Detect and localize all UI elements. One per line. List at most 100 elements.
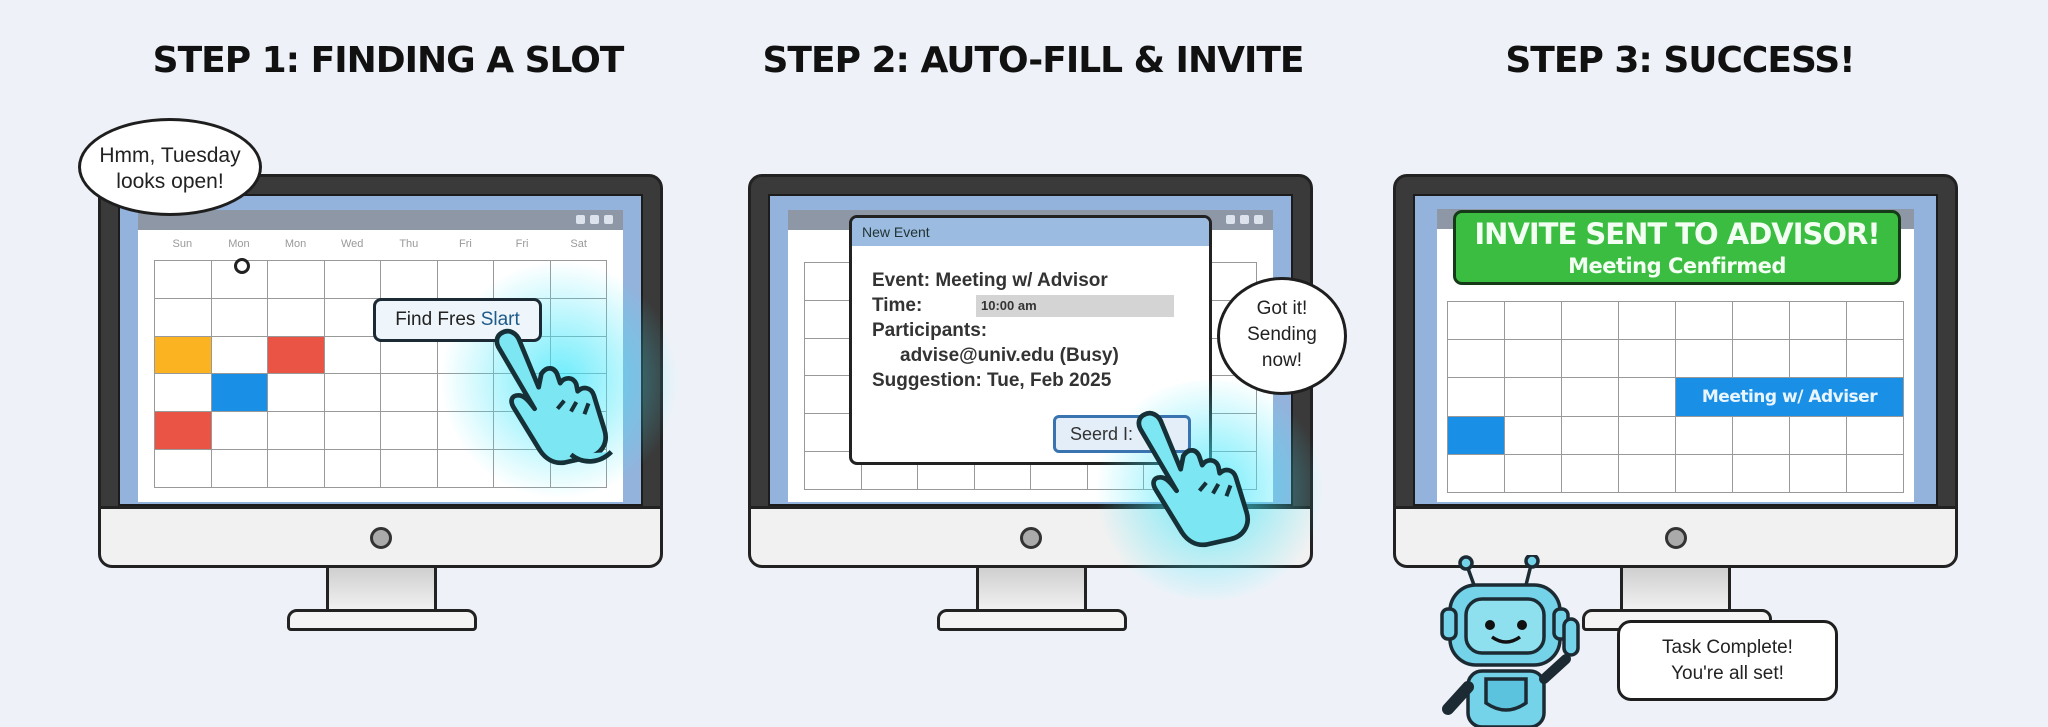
meeting-event-block[interactable]: Meeting w/ Adviser xyxy=(1676,378,1904,417)
participants-label: Participants: xyxy=(872,320,988,341)
calendar-cell[interactable] xyxy=(1619,454,1676,493)
calendar-cell[interactable] xyxy=(381,261,438,299)
calendar-cell[interactable] xyxy=(1448,378,1505,417)
calendar-cell[interactable] xyxy=(268,261,325,299)
calendar-cell[interactable] xyxy=(324,336,381,375)
power-button-icon xyxy=(1019,527,1042,549)
calendar-cell[interactable] xyxy=(211,336,268,375)
time-input[interactable]: 10:00 am xyxy=(976,294,1174,317)
calendar-cell[interactable] xyxy=(861,452,918,490)
bubble-line: looks open! xyxy=(116,170,224,193)
calendar-cell[interactable] xyxy=(974,452,1031,490)
button-label-accent: Slart xyxy=(480,309,520,330)
calendar-event-block[interactable] xyxy=(155,336,212,375)
calendar-cell[interactable] xyxy=(381,374,438,413)
calendar-cell[interactable] xyxy=(1505,454,1562,493)
speech-bubble-step3: Task Complete!You're all set! xyxy=(1617,620,1838,701)
time-row: Time: 10:00 am xyxy=(872,293,1189,318)
calendar-cell[interactable] xyxy=(1790,454,1847,493)
calendar-cell[interactable] xyxy=(1562,340,1619,379)
calendar-cell[interactable] xyxy=(1676,340,1733,379)
calendar-cell[interactable] xyxy=(1619,378,1676,417)
calendar-cell[interactable] xyxy=(1505,302,1562,341)
calendar-cell[interactable] xyxy=(381,336,438,375)
calendar-cell[interactable] xyxy=(211,261,268,299)
calendar-cell[interactable] xyxy=(1562,378,1619,417)
day: Fri xyxy=(515,238,529,250)
monitor-stand xyxy=(326,568,437,612)
monitor-chin xyxy=(101,506,660,565)
calendar-cell[interactable] xyxy=(1562,416,1619,455)
calendar-cell[interactable] xyxy=(1676,302,1733,341)
calendar-cell[interactable] xyxy=(1448,340,1505,379)
calendar-cell[interactable] xyxy=(381,412,438,451)
day: Mon xyxy=(228,238,250,250)
calendar-event-block[interactable] xyxy=(268,336,325,375)
calendar-cell[interactable] xyxy=(211,450,268,488)
calendar-cell[interactable] xyxy=(268,374,325,413)
calendar-cell[interactable] xyxy=(1847,340,1904,379)
calendar-cell[interactable] xyxy=(1031,452,1088,490)
find-free-slot-button[interactable]: Find Fres Slart xyxy=(373,298,542,342)
calendar-cell[interactable] xyxy=(1847,454,1904,493)
day: Fri xyxy=(459,238,472,250)
suggestion-field: Suggestion: Tue, Feb 2025 xyxy=(872,370,1112,391)
step3-title: STEP 3: SUCCESS! xyxy=(1505,40,1855,81)
calendar-cell[interactable] xyxy=(1619,302,1676,341)
calendar-event-block[interactable] xyxy=(1448,416,1505,455)
calendar-cell[interactable] xyxy=(268,450,325,488)
calendar-cell[interactable] xyxy=(1790,416,1847,455)
window-controls[interactable] xyxy=(576,215,613,224)
calendar-cell[interactable] xyxy=(324,450,381,488)
calendar-cell[interactable] xyxy=(324,261,381,299)
calendar-cell[interactable] xyxy=(155,298,212,337)
calendar-cell[interactable] xyxy=(1619,340,1676,379)
time-label: Time: xyxy=(872,295,923,316)
calendar-grid: Meeting w/ Adviser xyxy=(1447,301,1904,493)
calendar-cell[interactable] xyxy=(211,298,268,337)
day: Sun xyxy=(172,238,193,250)
calendar-cell[interactable] xyxy=(1733,416,1790,455)
calendar-cell[interactable] xyxy=(155,374,212,413)
calendar-cell[interactable] xyxy=(381,450,438,488)
calendar-cell[interactable] xyxy=(324,412,381,451)
calendar-cell[interactable] xyxy=(805,452,862,490)
calendar-cell[interactable] xyxy=(1790,302,1847,341)
calendar-cell[interactable] xyxy=(1733,454,1790,493)
calendar-cell[interactable] xyxy=(1448,302,1505,341)
bubble-line: Sending xyxy=(1247,324,1317,345)
calendar-cell[interactable] xyxy=(1676,416,1733,455)
calendar-cell[interactable] xyxy=(1562,302,1619,341)
calendar-cell[interactable] xyxy=(1562,454,1619,493)
calendar-cell[interactable] xyxy=(324,374,381,413)
bubble-line: now! xyxy=(1261,350,1303,371)
calendar-cell[interactable] xyxy=(1733,302,1790,341)
calendar-cell[interactable] xyxy=(1619,416,1676,455)
calendar-event-block[interactable] xyxy=(211,374,268,413)
calendar-cell[interactable] xyxy=(918,452,975,490)
calendar-cell[interactable] xyxy=(1790,340,1847,379)
calendar-cell[interactable] xyxy=(1505,340,1562,379)
calendar-cell[interactable] xyxy=(155,450,212,488)
calendar-cell[interactable] xyxy=(1676,454,1733,493)
banner-headline: INVITE SENT TO ADVISOR! xyxy=(1474,217,1880,251)
calendar-cell[interactable] xyxy=(211,412,268,451)
calendar-cell[interactable] xyxy=(1505,416,1562,455)
calendar-cell[interactable] xyxy=(155,261,212,299)
day: Mon xyxy=(284,238,307,250)
window-controls[interactable] xyxy=(1226,215,1263,224)
calendar-cell[interactable] xyxy=(268,298,325,337)
calendar-cell[interactable] xyxy=(1733,340,1790,379)
power-button-icon xyxy=(1664,527,1687,549)
calendar-cell[interactable] xyxy=(1847,302,1904,341)
calendar-cell[interactable] xyxy=(1505,378,1562,417)
monitor-base xyxy=(287,609,477,631)
calendar-cell[interactable] xyxy=(1448,454,1505,493)
calendar-cell[interactable] xyxy=(268,412,325,451)
calendar-event-block[interactable] xyxy=(155,412,212,451)
success-banner: INVITE SENT TO ADVISOR! Meeting Cenfirme… xyxy=(1453,210,1901,285)
calendar-cell[interactable] xyxy=(1847,416,1904,455)
monitor-stand xyxy=(1620,568,1731,612)
